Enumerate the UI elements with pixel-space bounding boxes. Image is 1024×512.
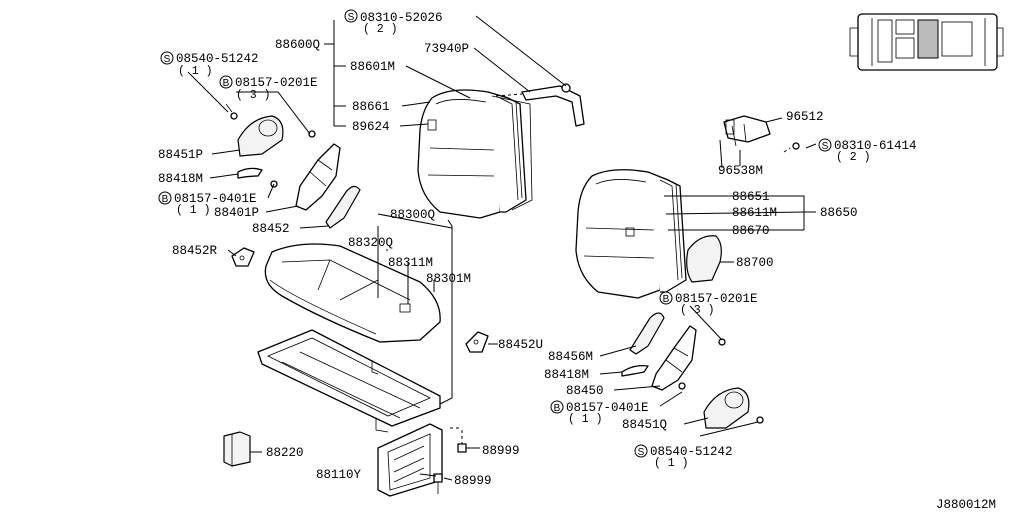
seat-back-right-illustration [575, 169, 687, 299]
label-88651: 88651 [732, 190, 770, 204]
screw-symbol-08310-52026: S [344, 9, 358, 23]
recliner-88450-illustration [651, 325, 726, 391]
label-88110Y: 88110Y [316, 468, 362, 482]
bolt-88999-a-illustration [450, 427, 467, 453]
label-88601M: 88601M [350, 60, 395, 74]
label-88220: 88220 [266, 446, 304, 460]
headrest-bracket-illustration [495, 83, 585, 127]
leader-lines [187, 15, 817, 481]
guide-96512-illustration [723, 115, 771, 147]
svg-text:B: B [663, 294, 670, 305]
label-08310-52026: 08310-52026 [360, 11, 443, 25]
bracket-88452U-illustration [465, 331, 489, 353]
svg-text:S: S [638, 447, 645, 458]
vehicle-locator-inset [849, 13, 1004, 71]
label-88670: 88670 [732, 224, 770, 238]
label-88452U: 88452U [498, 338, 543, 352]
label-88418M-left: 88418M [158, 172, 203, 186]
bracket-88452R-illustration [231, 247, 255, 267]
label-88300Q: 88300Q [390, 208, 435, 222]
storage-tray-illustration [377, 423, 443, 497]
bolt-symbol-08157-0201E-right: B [659, 291, 673, 305]
cover-88456M-illustration [629, 312, 665, 355]
bolt-symbol-08157-0401E-right: B [550, 400, 564, 414]
bolt-symbol-08157-0401E-left: B [158, 191, 172, 205]
label-88401P: 88401P [214, 206, 259, 220]
label-88700: 88700 [736, 256, 774, 270]
screw-08310-61414-illustration [783, 142, 800, 153]
qty-08540-51242-left: ( 1 ) [178, 65, 213, 78]
label-88301M: 88301M [426, 272, 471, 286]
screw-symbol-08540-51242-left: S [160, 51, 174, 65]
seat-back-left-illustration [417, 89, 533, 219]
svg-text:S: S [164, 54, 171, 65]
label-88999-b: 88999 [454, 474, 492, 488]
recliner-88401P-illustration [270, 130, 341, 211]
svg-text:S: S [348, 12, 355, 23]
label-96512: 96512 [786, 110, 824, 124]
headrest-88700-illustration [686, 235, 722, 283]
screw-symbol-08540-51242-right: S [634, 444, 648, 458]
svg-text:B: B [554, 403, 561, 414]
svg-text:S: S [822, 141, 829, 152]
svg-text:B: B [223, 78, 230, 89]
label-73940P: 73940P [424, 42, 469, 56]
qty-08310-61414: ( 2 ) [836, 151, 871, 164]
bolt-88999-b-illustration [433, 473, 443, 494]
diagram-id: J880012M [936, 498, 996, 512]
label-08157-0401E-left: 08157-0401E [174, 192, 257, 206]
qty-08157-0201E-right: ( 3 ) [680, 304, 715, 317]
cover-88452-illustration [325, 185, 361, 229]
label-88600Q: 88600Q [275, 38, 320, 52]
qty-08157-0401E-left: ( 1 ) [176, 204, 211, 217]
hinge-cover-88451P-illustration [225, 103, 284, 157]
lever-88418M-left-illustration [237, 167, 263, 179]
part-labels: 08310-52026 ( 2 ) 88600Q 73940P 88601M 8… [158, 11, 996, 512]
seat-cushion-illustration [264, 243, 441, 343]
label-89624: 89624 [352, 120, 390, 134]
pocket-88220-illustration [223, 431, 251, 467]
label-88418M-right: 88418M [544, 368, 589, 382]
label-08540-51242-left: 08540-51242 [176, 52, 259, 66]
label-08157-0201E-right: 08157-0201E [675, 292, 758, 306]
label-88451Q: 88451Q [622, 418, 667, 432]
label-88611M: 88611M [732, 206, 777, 220]
label-88452: 88452 [252, 222, 290, 236]
label-08310-61414: 08310-61414 [834, 139, 917, 153]
label-88456M: 88456M [548, 350, 593, 364]
label-88451P: 88451P [158, 148, 203, 162]
label-88452R: 88452R [172, 244, 218, 258]
label-88661: 88661 [352, 100, 390, 114]
label-08157-0401E-right: 08157-0401E [566, 401, 649, 415]
svg-text:B: B [162, 194, 169, 205]
label-96538M: 96538M [718, 164, 763, 178]
qty-08310-52026: ( 2 ) [363, 23, 398, 36]
label-88320Q: 88320Q [348, 236, 393, 250]
qty-08540-51242-right: ( 1 ) [654, 457, 689, 470]
bolt-symbol-08157-0201E-left: B [219, 75, 233, 89]
label-08540-51242-right: 08540-51242 [650, 445, 733, 459]
seat-frame-illustration [257, 329, 441, 433]
hinge-cover-88451Q-illustration [703, 387, 764, 429]
qty-08157-0201E-left: ( 3 ) [236, 89, 271, 102]
label-08157-0201E-left: 08157-0201E [235, 76, 318, 90]
screw-symbol-08310-61414: S [818, 138, 832, 152]
label-88650: 88650 [820, 206, 858, 220]
label-88450: 88450 [566, 384, 604, 398]
label-88999-a: 88999 [482, 444, 520, 458]
lever-88418M-right-illustration [621, 364, 649, 377]
qty-08157-0401E-right: ( 1 ) [568, 413, 603, 426]
label-88311M: 88311M [388, 256, 433, 270]
